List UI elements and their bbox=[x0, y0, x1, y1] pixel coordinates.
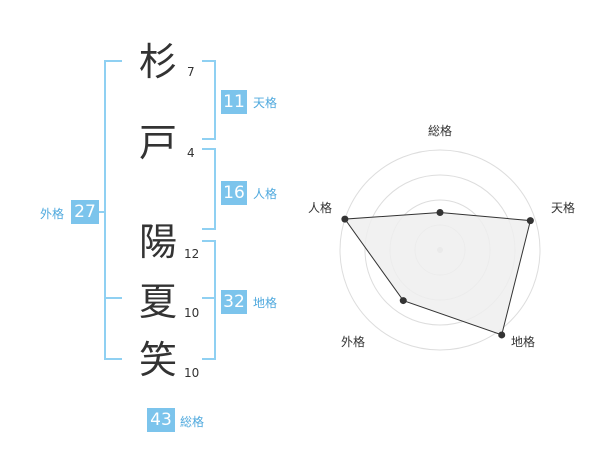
gaikaku-label: 外格 bbox=[40, 207, 65, 221]
chikaku-bracket bbox=[202, 240, 216, 360]
stroke-count-4: 10 bbox=[184, 306, 200, 320]
radar-point-5 bbox=[341, 215, 349, 223]
name-char-1: 杉 bbox=[138, 40, 177, 84]
radar-grid-ring bbox=[339, 149, 541, 351]
name-char-2: 戸 bbox=[138, 121, 177, 165]
stroke-count-1: 7 bbox=[187, 65, 195, 79]
radar-point-2 bbox=[526, 217, 534, 225]
radar-point-4 bbox=[399, 297, 407, 305]
chikaku-bracket-divider bbox=[202, 297, 216, 299]
tenkaku-label: 天格 bbox=[253, 96, 278, 110]
chikaku-label: 地格 bbox=[253, 296, 278, 310]
outer-bracket bbox=[104, 60, 122, 360]
radar-label-soukaku: 総格 bbox=[428, 124, 453, 138]
radar-label-chikaku: 地格 bbox=[511, 335, 536, 349]
jinkaku-badge: 16 bbox=[221, 181, 247, 205]
stroke-count-5: 10 bbox=[184, 366, 200, 380]
radar-label-tenkaku: 天格 bbox=[551, 201, 576, 215]
name-char-3: 陽 bbox=[138, 220, 177, 264]
outer-bracket-divider bbox=[104, 297, 122, 299]
jinkaku-label: 人格 bbox=[253, 187, 278, 201]
tenkaku-bracket bbox=[202, 60, 216, 140]
stroke-count-3: 12 bbox=[184, 247, 200, 261]
outer-bracket-connector bbox=[96, 211, 106, 213]
soukaku-label: 総格 bbox=[180, 415, 205, 429]
radar-label-jinkaku: 人格 bbox=[308, 201, 333, 215]
radar-point-1 bbox=[436, 209, 444, 216]
name-char-4: 夏 bbox=[138, 280, 177, 324]
chikaku-badge: 32 bbox=[221, 290, 247, 314]
stroke-count-2: 4 bbox=[187, 146, 195, 160]
tenkaku-badge: 11 bbox=[221, 90, 247, 114]
jinkaku-bracket bbox=[202, 148, 216, 230]
radar-polygon bbox=[343, 211, 532, 336]
radar-label-gaikaku: 外格 bbox=[341, 335, 366, 349]
radar-point-3 bbox=[498, 331, 506, 339]
gaikaku-badge: 27 bbox=[71, 200, 99, 224]
soukaku-badge: 43 bbox=[147, 408, 175, 432]
name-char-5: 笑 bbox=[138, 338, 177, 382]
